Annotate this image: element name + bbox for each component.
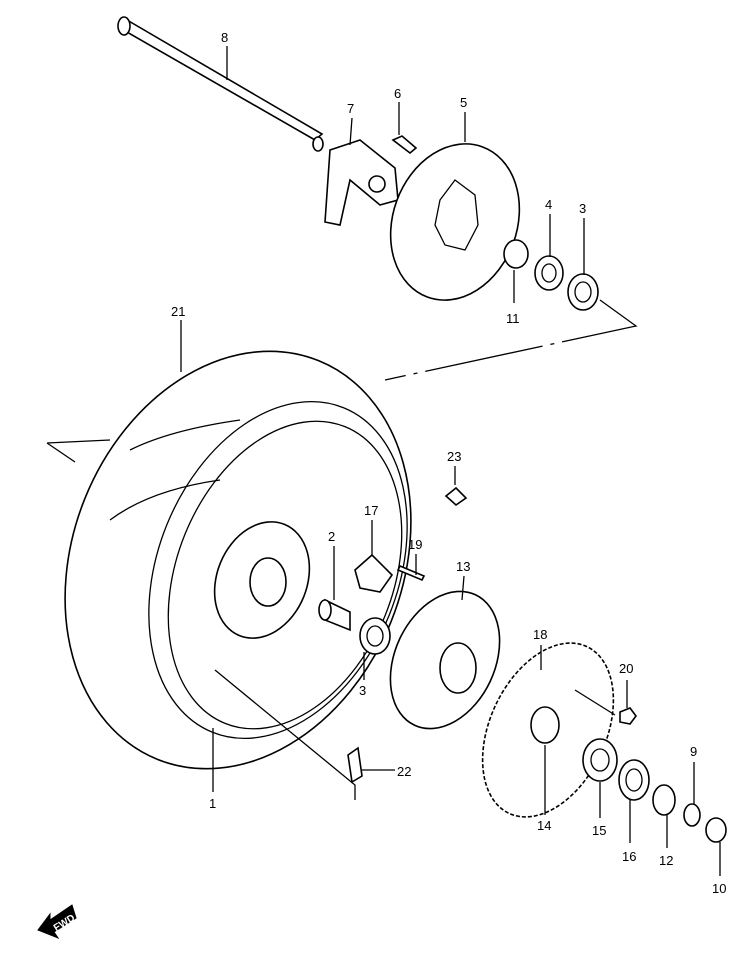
part-spacer-bearing-lower xyxy=(318,546,391,680)
callout-20: 20 xyxy=(619,661,633,676)
callout-6: 6 xyxy=(394,86,401,101)
callout-3-upper: 3 xyxy=(579,201,586,216)
callout-14: 14 xyxy=(537,818,551,833)
part-wheel-tire xyxy=(46,320,412,800)
part-axle xyxy=(117,16,324,152)
callout-18: 18 xyxy=(533,627,547,642)
callout-9: 9 xyxy=(690,744,697,759)
callout-3-lower: 3 xyxy=(359,683,366,698)
callout-10: 10 xyxy=(712,881,726,896)
part-spacer-bearings-upper xyxy=(384,214,638,381)
callout-17: 17 xyxy=(364,503,378,518)
callout-4: 4 xyxy=(545,197,552,212)
part-valve xyxy=(347,746,395,784)
callout-5: 5 xyxy=(460,95,467,110)
part-caliper-bracket xyxy=(324,117,399,226)
part-23 xyxy=(444,466,468,507)
part-bolt xyxy=(391,102,418,155)
part-bearings-right xyxy=(582,738,727,876)
callout-1: 1 xyxy=(209,796,216,811)
callout-21: 21 xyxy=(171,304,185,319)
forward-arrow-icon: FWD xyxy=(37,904,77,940)
callout-23: 23 xyxy=(447,449,461,464)
part-sprocket xyxy=(481,642,616,818)
callout-2: 2 xyxy=(328,529,335,544)
part-bolt-19 xyxy=(396,554,426,582)
part-nut-20 xyxy=(619,680,637,725)
part-brake-disc xyxy=(389,112,521,301)
callout-22: 22 xyxy=(397,764,411,779)
part-damper xyxy=(354,520,394,593)
part-sprocket-carrier xyxy=(389,575,501,730)
callout-11: 11 xyxy=(506,311,520,326)
callout-13: 13 xyxy=(456,559,470,574)
callout-19: 19 xyxy=(408,537,422,552)
callout-12: 12 xyxy=(659,853,673,868)
callout-8: 8 xyxy=(221,30,228,45)
callout-7: 7 xyxy=(347,101,354,116)
callout-15: 15 xyxy=(592,823,606,838)
callout-16: 16 xyxy=(622,849,636,864)
